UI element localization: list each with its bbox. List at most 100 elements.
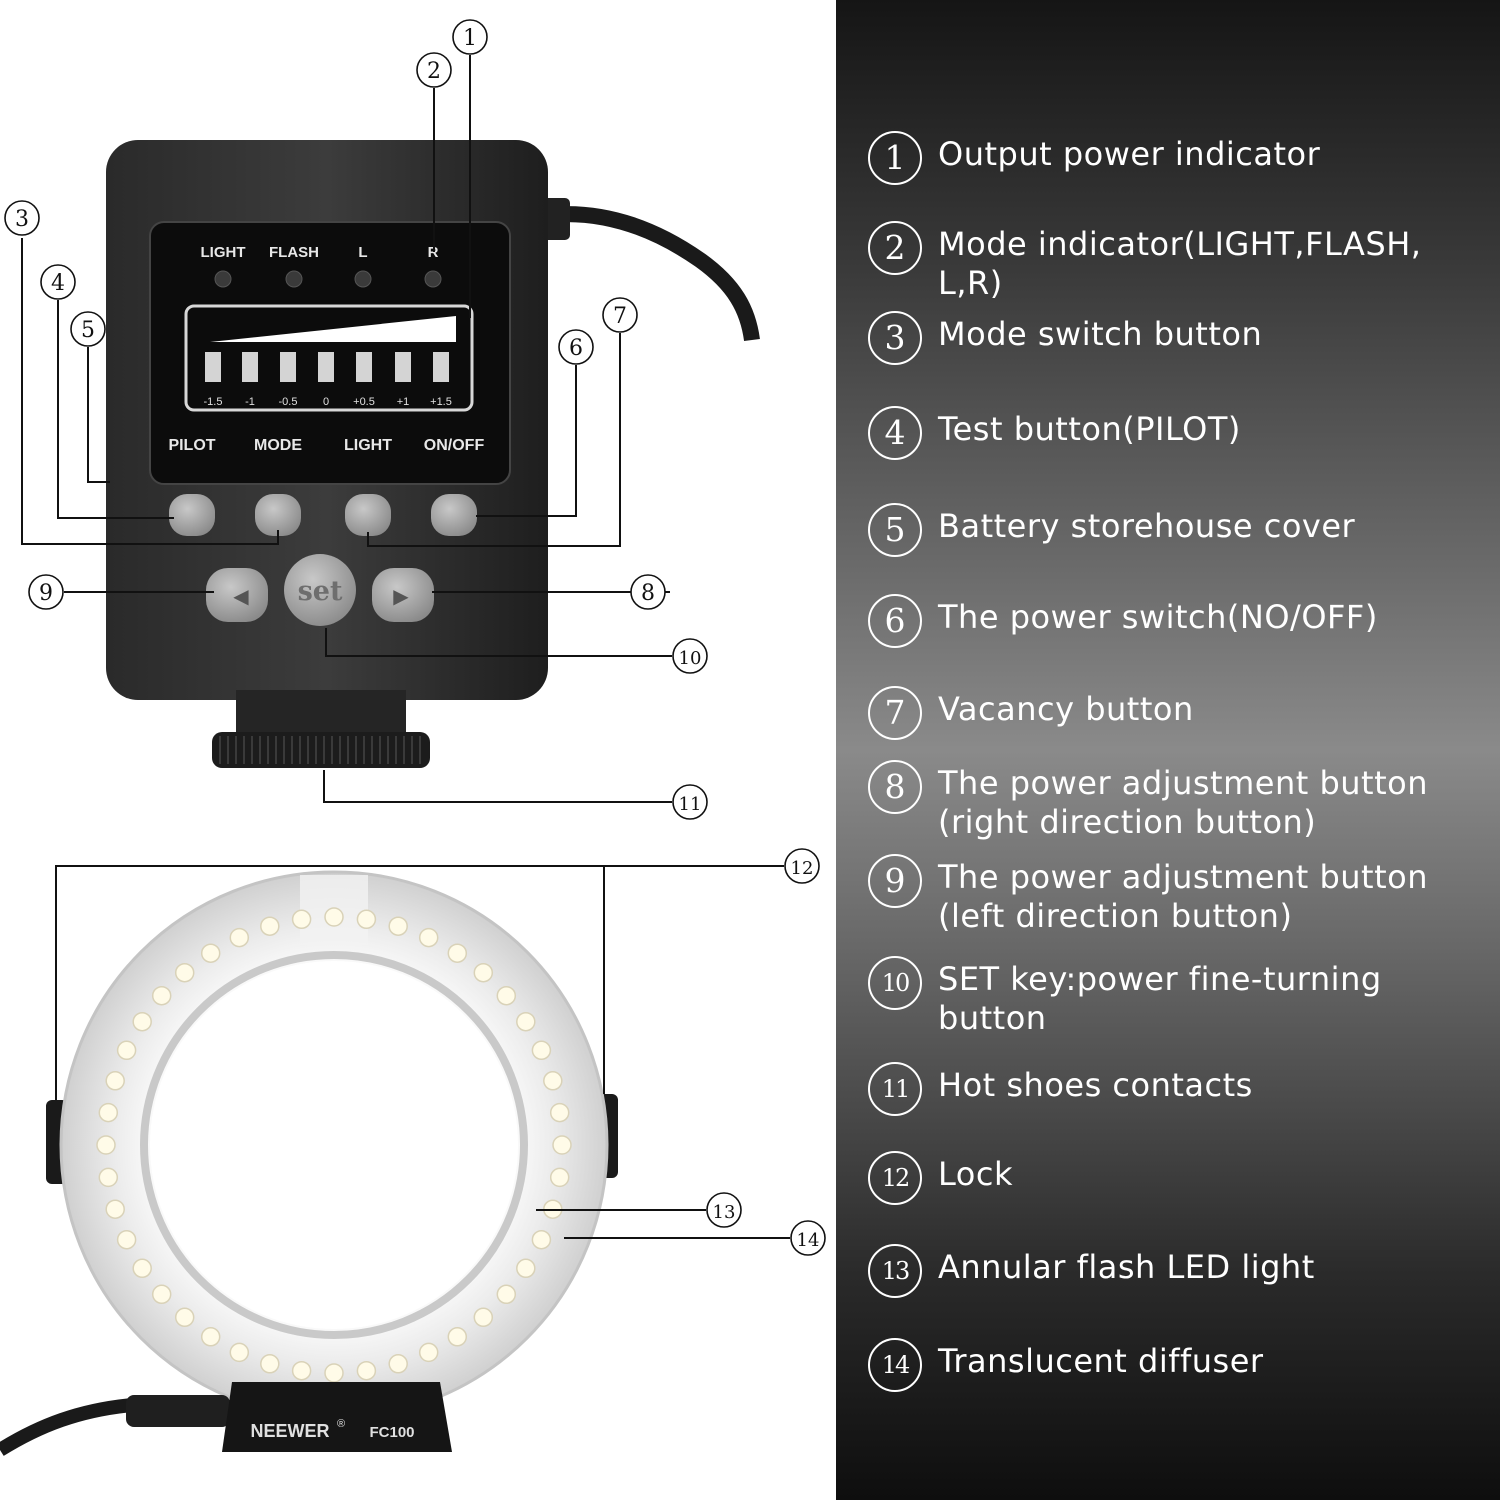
button-label: LIGHT [344,437,392,454]
led-light [98,1167,119,1188]
power-segment [242,352,258,382]
callout-circle [558,329,594,365]
legend-text: The power adjustment button (left direct… [938,858,1428,935]
callout-number: 12 [791,858,814,879]
callout-circle [672,784,708,820]
indicator-led [354,270,372,288]
legend-text: Vacancy button [938,690,1194,728]
led-light [447,943,468,963]
led-light [132,1011,152,1032]
legend-number: 8 [868,760,922,814]
mode-button[interactable] [255,494,301,536]
led-light [324,1363,344,1383]
legend-number: 3 [868,311,922,365]
legend-item: 4 Test button(PILOT) [868,406,1488,460]
led-light [116,1040,137,1061]
control-cable [547,206,760,342]
legend-number: 9 [868,854,922,908]
led-light [418,1342,439,1363]
callout-circle [602,297,638,333]
legend-number: 4 [868,406,922,460]
callout-number: 14 [797,1230,820,1251]
led-light [516,1258,536,1279]
callout-circle [790,1220,826,1256]
button-label: PILOT [168,437,215,454]
callout-circle [672,638,708,674]
led-light [174,962,195,983]
led-light [132,1258,152,1279]
indicator-label: R [428,244,439,261]
scale-label: -1.5 [204,396,223,408]
pilot-button[interactable] [169,494,215,536]
legend-number: 10 [868,956,922,1010]
led-light [96,1135,116,1155]
light-button[interactable] [345,494,391,536]
led-light [516,1011,536,1032]
function-buttons [169,494,477,536]
legend-text: Mode indicator(LIGHT,FLASH, L,R) [938,225,1422,302]
led-light [105,1199,125,1219]
ring-base-plate [222,1382,452,1452]
legend-number: 7 [868,686,922,740]
legend-text: Hot shoes contacts [938,1066,1253,1104]
ring-cable-strain-relief [126,1395,230,1427]
set-button[interactable] [284,554,356,626]
led-light [356,1360,377,1381]
power-segment [318,352,334,382]
led-light [549,1167,570,1188]
left-direction-button[interactable] [206,568,268,622]
legend-item: 6 The power switch(NO/OFF) [868,594,1488,648]
leader-lines [21,55,790,1239]
led-light [229,927,250,948]
led-light [531,1040,552,1061]
power-display-frame [184,304,474,412]
callout-circle [416,52,452,88]
led-light [473,962,494,983]
legend-panel [836,0,1500,1500]
legend-number: 14 [868,1338,922,1392]
callout-number: 10 [679,648,702,669]
legend-number: 6 [868,594,922,648]
led-light [543,1071,563,1091]
led-light [105,1071,125,1091]
registered-mark: ® [337,1418,345,1430]
legend-text: Translucent diffuser [938,1342,1264,1380]
led-light [291,909,312,930]
scale-label: -0.5 [279,396,298,408]
legend-number: 1 [868,131,922,185]
callout-circle [28,574,64,610]
power-button[interactable] [431,494,477,536]
led-light [116,1229,137,1250]
led-light [496,1284,517,1305]
scale-label: +1.5 [430,396,452,408]
legend-text: Test button(PILOT) [938,410,1241,448]
led-light [291,1360,312,1381]
led-light [549,1102,570,1123]
scale-label: 0 [323,396,329,408]
legend-item: 7 Vacancy button [868,686,1488,740]
ring-inner-rim [140,951,528,1339]
callout-number: 2 [427,59,441,84]
scale-label: -1 [245,396,255,408]
callout-circle [452,19,488,55]
ring-center-opening [150,961,518,1329]
scale-label: +0.5 [353,396,375,408]
legend-text: The power switch(NO/OFF) [938,598,1378,636]
callout-circle [630,574,666,610]
indicator-led [424,270,442,288]
right-direction-button[interactable] [372,568,434,622]
indicator-led [285,270,303,288]
legend-item: 9 The power adjustment button (left direc… [868,854,1488,936]
button-label: ON/OFF [424,437,485,454]
power-ramp [210,316,456,342]
brand-label: NEEWER [250,1421,329,1441]
callout-number: 6 [569,336,583,361]
